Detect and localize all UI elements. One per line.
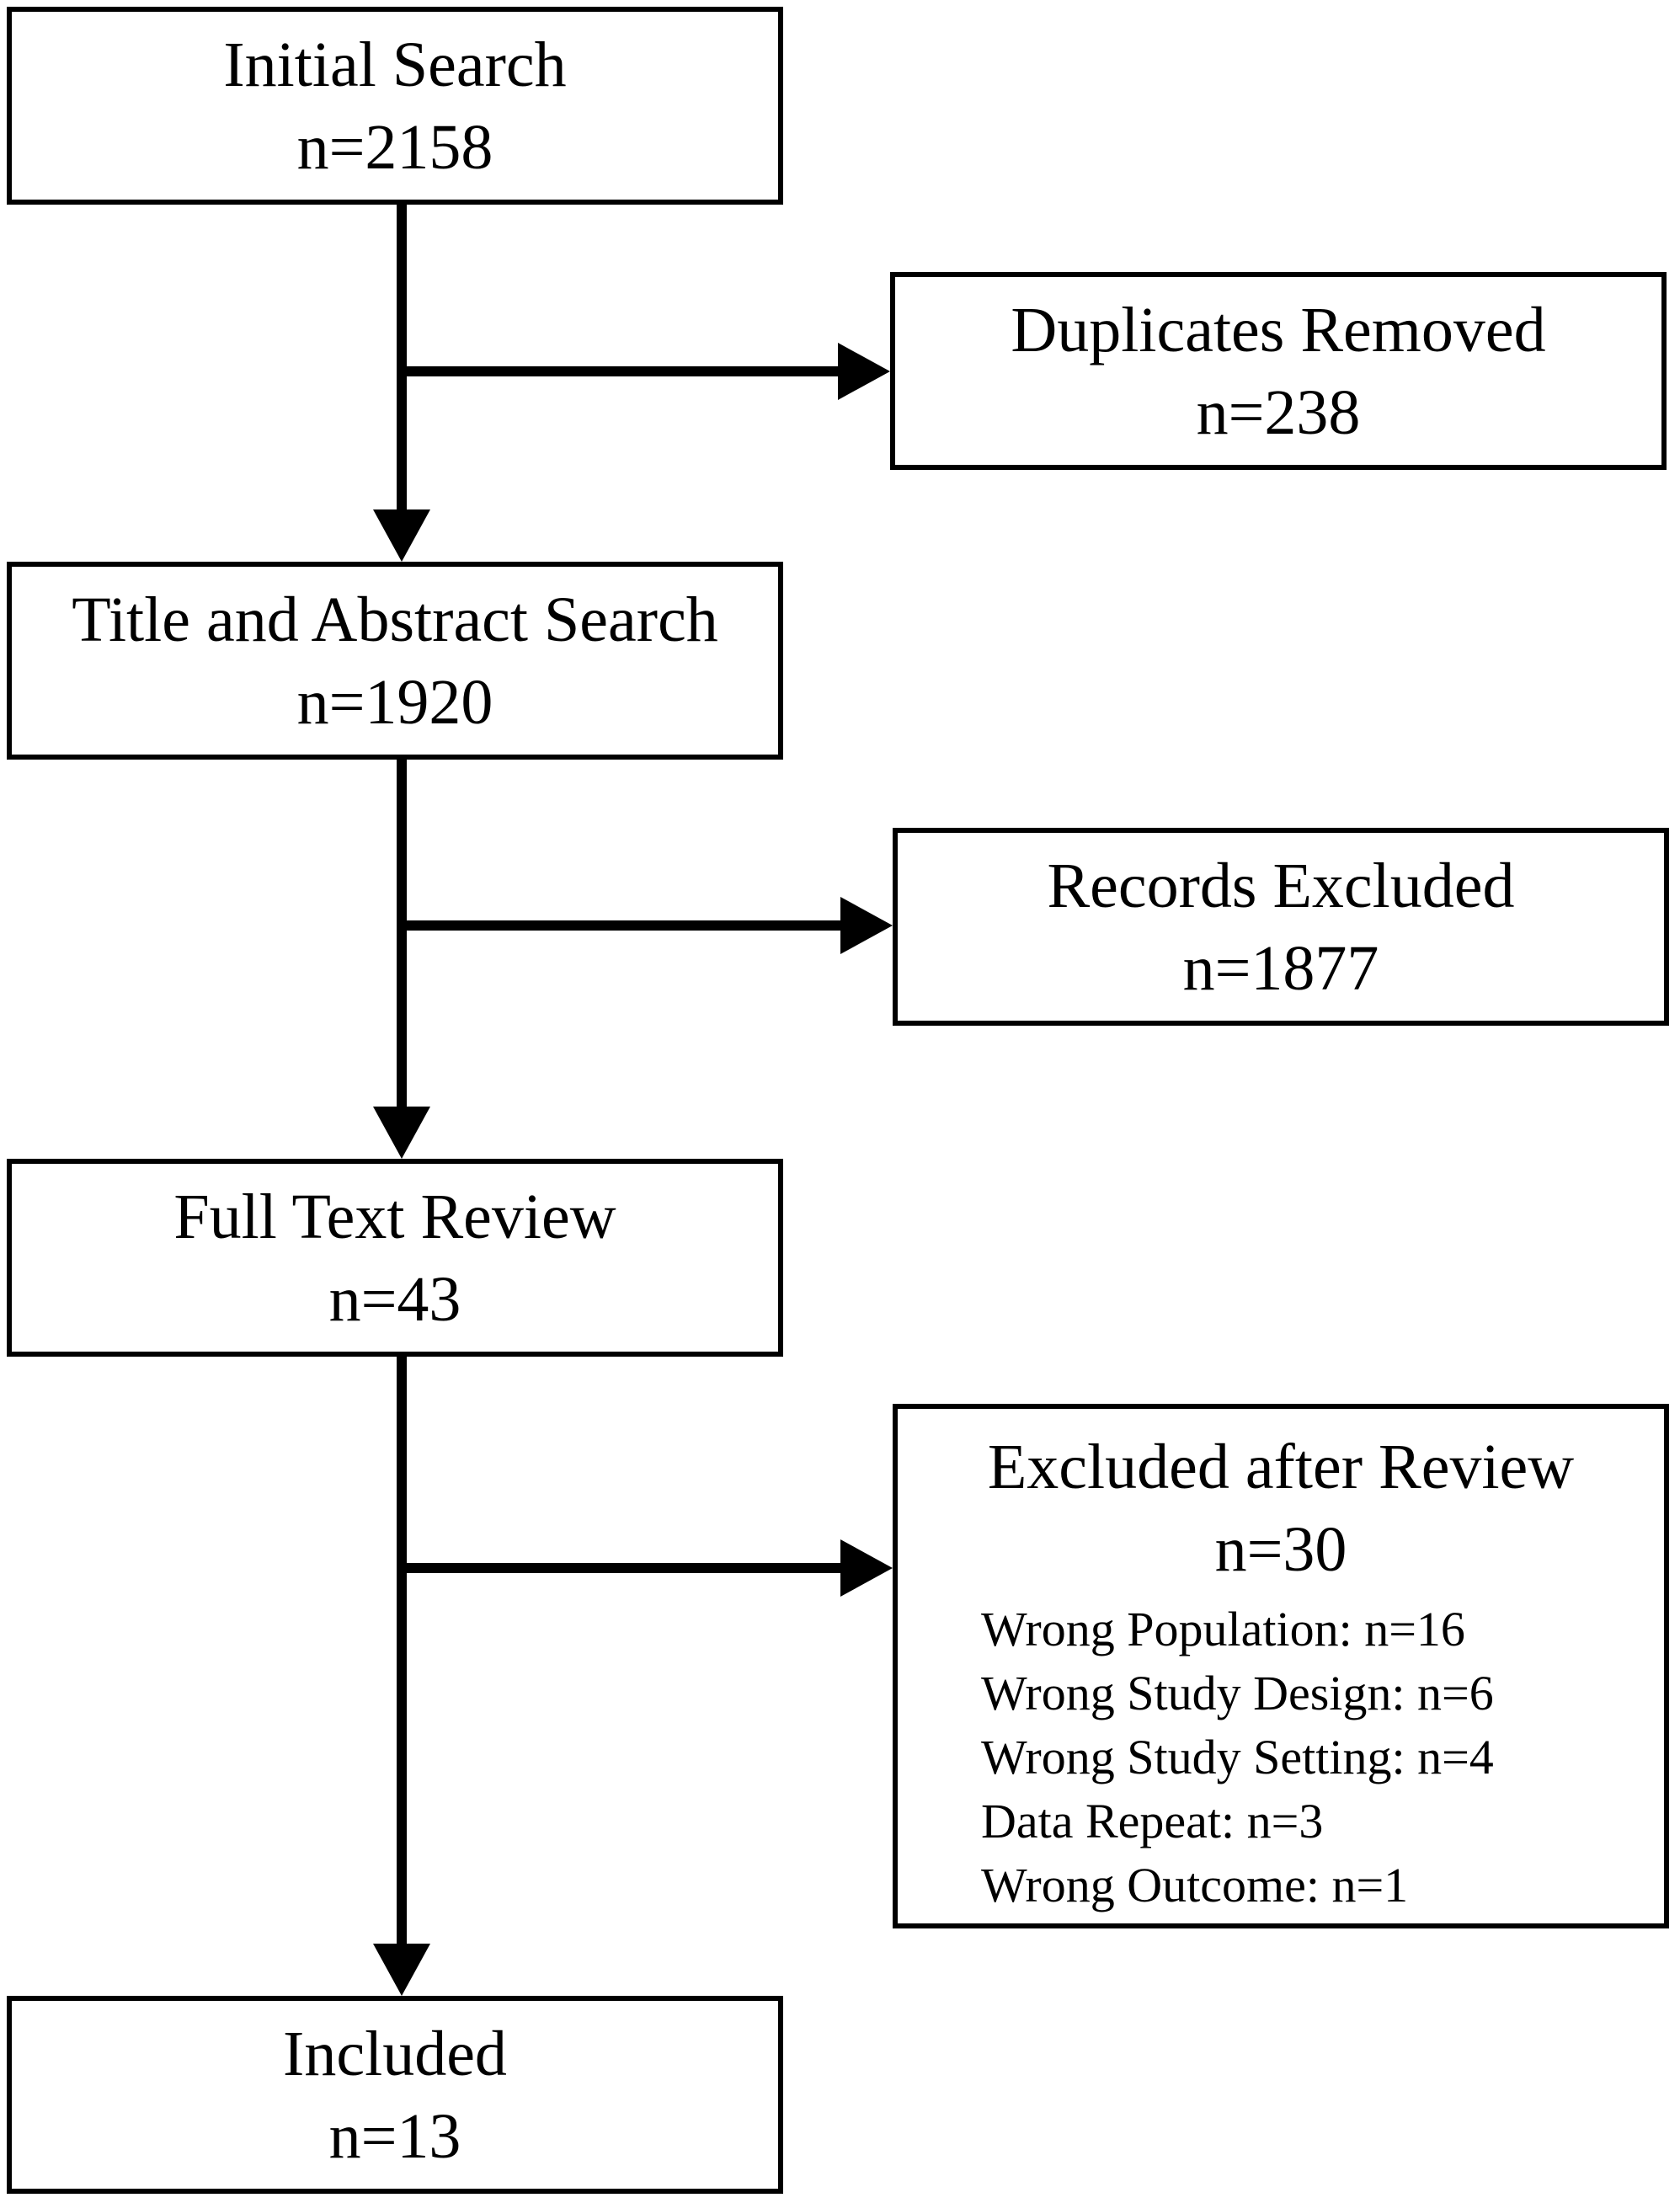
duplicates-removed-title: Duplicates Removed (1011, 294, 1546, 365)
initial-search-count: n=2158 (296, 111, 493, 183)
full-text-review-title: Full Text Review (173, 1181, 616, 1252)
title-abstract-search-count: n=1920 (296, 666, 493, 738)
initial-search-box: Initial Search n=2158 (7, 7, 783, 205)
included-title: Included (283, 2018, 507, 2089)
exclusion-reasons-list: Wrong Population: n=16 Wrong Study Desig… (981, 1598, 1494, 1918)
arrowhead-to-title (373, 509, 430, 562)
initial-search-title: Initial Search (223, 29, 567, 100)
excluded-after-review-box: Excluded after Review n=30 Wrong Populat… (893, 1404, 1669, 1928)
arrowhead-to-excluded (840, 1539, 893, 1597)
exclusion-reason: Data Repeat: n=3 (981, 1794, 1324, 1848)
arrowhead-to-records (840, 897, 893, 954)
records-excluded-count: n=1877 (1182, 932, 1379, 1004)
records-excluded-title: Records Excluded (1047, 850, 1515, 921)
exclusion-reason: Wrong Study Setting: n=4 (981, 1730, 1494, 1784)
included-count: n=13 (328, 2100, 461, 2172)
exclusion-reason: Wrong Study Design: n=6 (981, 1666, 1494, 1720)
excluded-after-review-count: n=30 (1214, 1514, 1347, 1585)
duplicates-removed-box: Duplicates Removed n=238 (890, 272, 1667, 470)
full-text-review-count: n=43 (328, 1263, 461, 1335)
title-abstract-search-title: Title and Abstract Search (72, 584, 718, 655)
arrowhead-to-included (373, 1944, 430, 1996)
full-text-review-box: Full Text Review n=43 (7, 1159, 783, 1357)
exclusion-reason: Wrong Population: n=16 (981, 1602, 1465, 1656)
duplicates-removed-count: n=238 (1196, 376, 1361, 448)
exclusion-reason: Wrong Outcome: n=1 (981, 1858, 1409, 1912)
arrowhead-to-fulltext (373, 1107, 430, 1159)
arrowhead-to-duplicates (838, 343, 890, 400)
excluded-after-review-title: Excluded after Review (987, 1432, 1575, 1502)
title-abstract-search-box: Title and Abstract Search n=1920 (7, 562, 783, 760)
records-excluded-box: Records Excluded n=1877 (893, 828, 1669, 1026)
included-box: Included n=13 (7, 1996, 783, 2194)
